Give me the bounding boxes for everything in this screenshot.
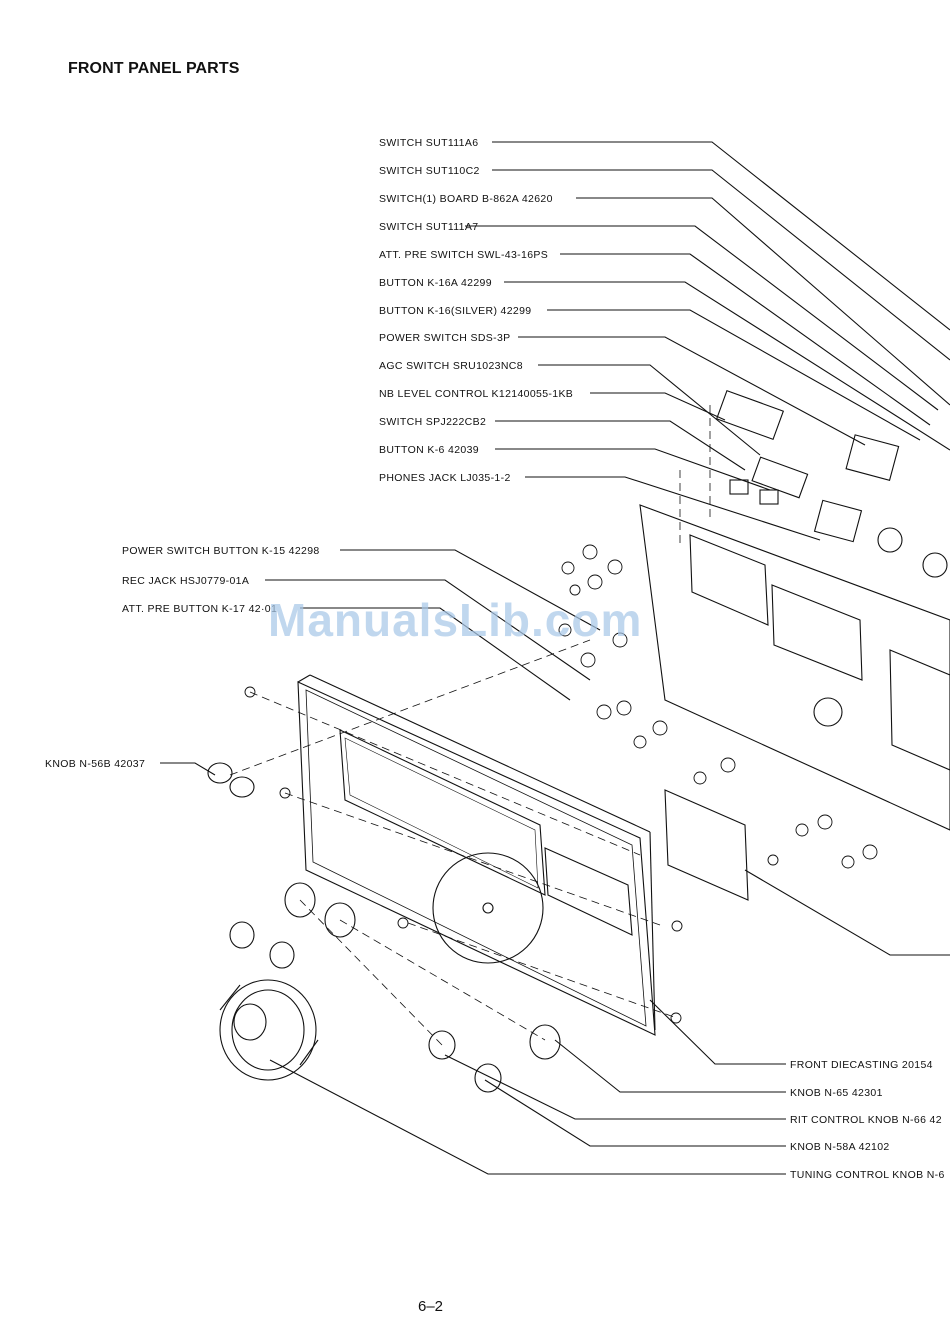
page-title: FRONT PANEL PARTS [68,60,240,77]
label-att-pre-switch: ATT. PRE SWITCH SWL-43-16PS [379,249,549,261]
tuning-knob [219,979,319,1081]
leader-lines-left [160,549,601,776]
label-switch-sut110c2: SWITCH SUT110C2 [379,165,480,177]
switch-assemblies [715,389,948,578]
label-switch-spj222cb2: SWITCH SPJ222CB2 [379,416,487,428]
assembly-lines [229,405,711,1046]
label-front-diecasting: FRONT DIECASTING 20154 [790,1059,933,1071]
screws-and-washers [244,544,878,1024]
small-knobs [207,762,561,1093]
label-knob-n58a: KNOB N-58A 42102 [790,1141,890,1153]
label-power-switch: POWER SWITCH SDS-3P [379,332,511,344]
label-phones-jack: PHONES JACK LJ035-1-2 [379,472,511,484]
label-knob-n65: KNOB N-65 42301 [790,1087,883,1099]
label-switch-sut111a7: SWITCH SUT111A7 [379,221,479,233]
label-power-switch-button: POWER SWITCH BUTTON K-15 42298 [122,545,320,557]
front-panel [297,674,656,1036]
label-button-k16a: BUTTON K-16A 42299 [379,277,492,289]
page-number: 6–2 [418,1298,444,1315]
rear-chassis [639,504,950,831]
leader-lines-top [465,141,950,541]
label-button-k6: BUTTON K-6 42039 [379,444,479,456]
label-knob-n56b: KNOB N-56B 42037 [45,758,146,770]
keypad-board [664,789,749,901]
label-button-k16-silver: BUTTON K-16(SILVER) 42299 [379,305,532,317]
label-rec-jack: REC JACK HSJ0779-01A [122,575,250,587]
label-rit-control-knob: RIT CONTROL KNOB N-66 42 [790,1114,942,1126]
label-switch-sut111a6: SWITCH SUT111A6 [379,137,479,149]
label-nb-level-control: NB LEVEL CONTROL K12140055-1KB [379,388,574,400]
label-tuning-control-knob: TUNING CONTROL KNOB N-6 [790,1169,945,1181]
label-att-pre-button: ATT. PRE BUTTON K-17 42·01 [122,603,278,615]
label-switch-board: SWITCH(1) BOARD B-862A 42620 [379,193,553,205]
leader-lines-bottom [269,869,950,1175]
watermark: ManualsLib.com [268,594,643,646]
label-agc-switch: AGC SWITCH SRU1023NC8 [379,360,523,372]
